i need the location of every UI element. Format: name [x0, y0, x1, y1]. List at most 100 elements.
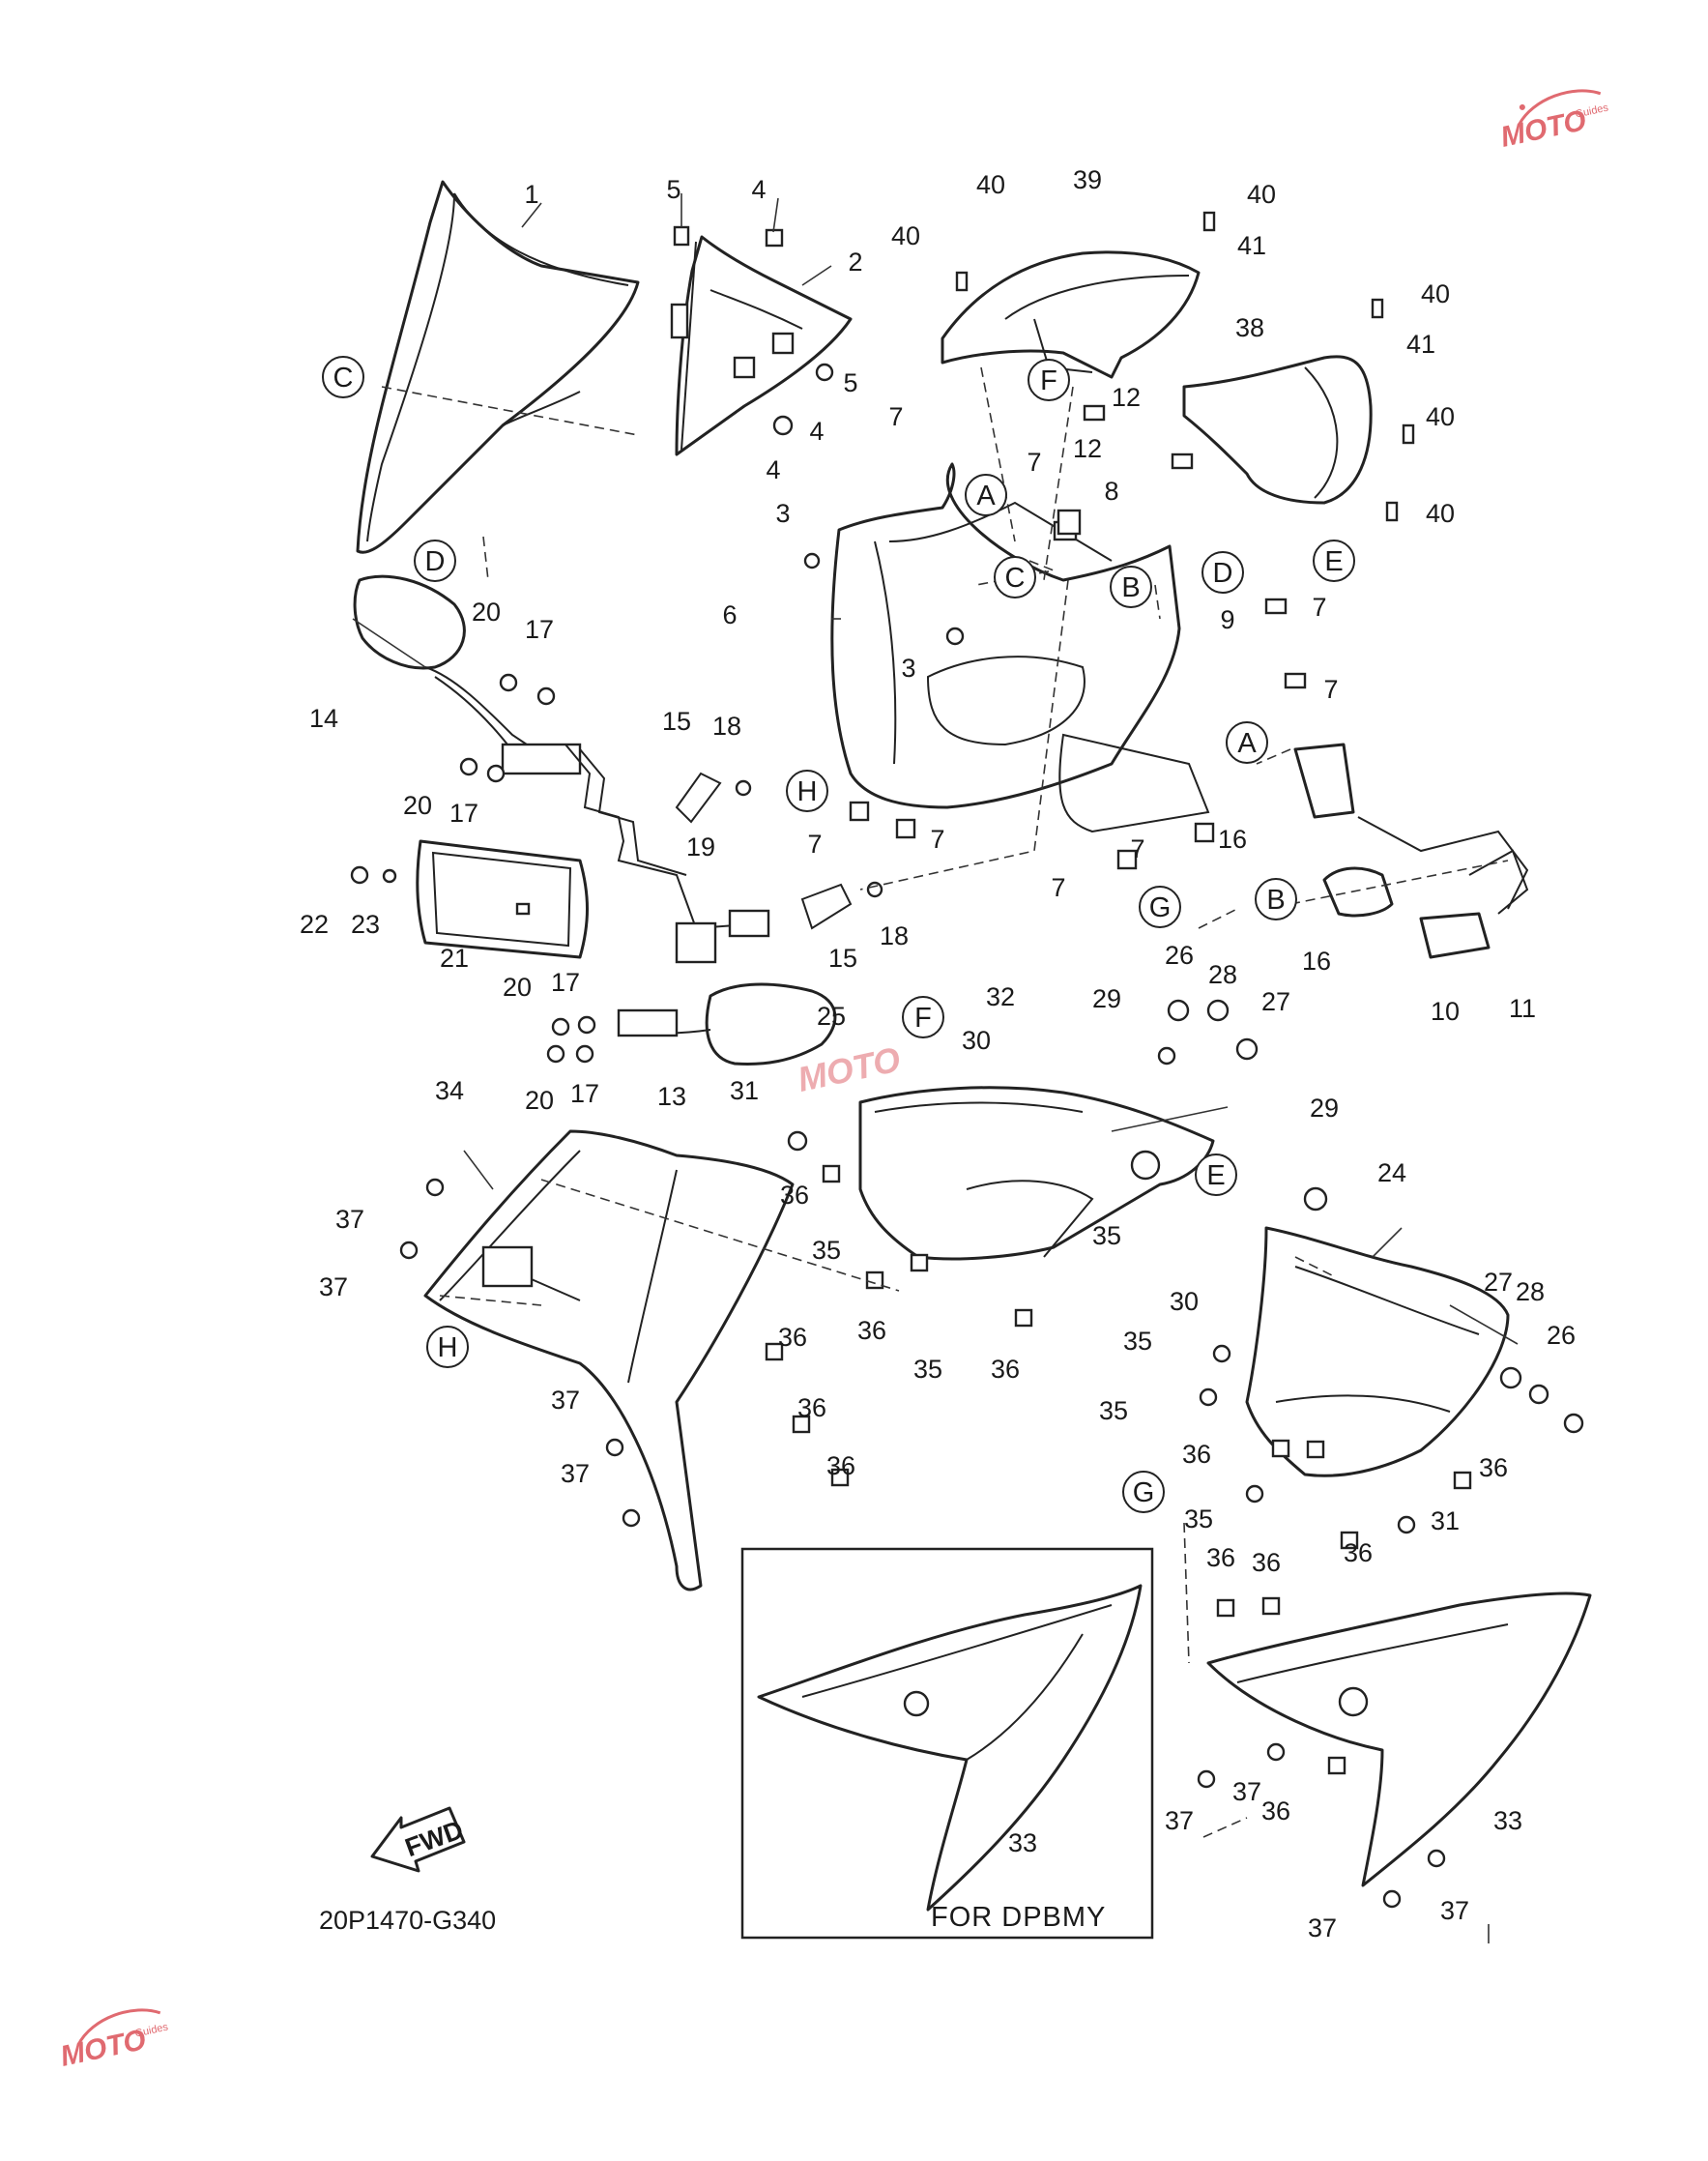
callout-36-6: 36 [826, 1451, 855, 1480]
callout-36-8: 36 [1479, 1453, 1508, 1482]
callout-40-4: 40 [1421, 279, 1450, 308]
ref-h-1: H [786, 770, 828, 812]
callout-27-1: 27 [1261, 987, 1290, 1016]
callout-36-3: 36 [778, 1323, 807, 1352]
svg-text:C: C [1005, 563, 1026, 594]
callout-13-1: 13 [657, 1082, 686, 1111]
callout-35-3: 35 [913, 1355, 942, 1384]
callout-4-2: 4 [809, 417, 824, 446]
svg-text:C: C [333, 363, 354, 394]
ref-b-2: B [1255, 878, 1297, 920]
leader-lines [352, 193, 1519, 1943]
callout-26-1: 26 [1165, 941, 1194, 970]
callout-17-2: 17 [449, 799, 478, 828]
svg-text:F: F [914, 1003, 932, 1034]
callout-25-1: 25 [817, 1002, 846, 1031]
callout-30-2: 30 [1170, 1287, 1199, 1316]
ref-h-2: H [426, 1326, 469, 1368]
part-38-side-top-cover [1182, 355, 1373, 505]
callout-11-1: 11 [1509, 994, 1536, 1023]
part-21-plate [416, 839, 589, 959]
part-25-side-cowl [858, 1086, 1215, 1261]
svg-text:G: G [1133, 1477, 1155, 1508]
svg-text:F: F [1040, 365, 1057, 396]
watermark-bottom-left: MOTO Guides [58, 2008, 170, 2073]
ref-f-1: F [1028, 359, 1070, 401]
ref-b-1: B [1110, 566, 1152, 608]
ref-f-2: F [902, 996, 944, 1038]
callout-21-1: 21 [440, 944, 469, 973]
callout-17-4: 17 [570, 1079, 599, 1108]
callout-12-2: 12 [1073, 434, 1102, 463]
callout-23-1: 23 [351, 910, 380, 939]
callout-15-2: 15 [828, 944, 857, 973]
callout-28-2: 28 [1516, 1277, 1545, 1306]
svg-text:D: D [425, 546, 446, 577]
callout-20-2: 20 [403, 791, 432, 820]
svg-text:G: G [1149, 892, 1172, 923]
callout-3-1: 3 [775, 499, 790, 528]
callout-36-12: 36 [1261, 1796, 1290, 1825]
callout-2-1: 2 [848, 248, 862, 277]
svg-text:B: B [1121, 572, 1140, 603]
callout-35-5: 35 [1099, 1396, 1128, 1425]
ref-d-2: D [1201, 551, 1244, 594]
svg-text:H: H [438, 1332, 458, 1363]
part-16-mount-arm [1293, 743, 1529, 918]
callout-38-1: 38 [1235, 313, 1264, 342]
svg-text:E: E [1324, 546, 1343, 577]
fasteners [350, 211, 1584, 1909]
part-15-link [675, 772, 853, 930]
callout-36-2: 36 [857, 1316, 886, 1345]
callout-40-2: 40 [891, 221, 920, 250]
callout-35-1: 35 [812, 1236, 841, 1265]
callout-29-2: 29 [1310, 1094, 1339, 1123]
callout-36-4: 36 [991, 1355, 1020, 1384]
ref-e-2: E [1195, 1154, 1237, 1196]
callout-36-5: 36 [797, 1393, 826, 1422]
svg-text:B: B [1266, 885, 1285, 916]
callout-30-1: 30 [962, 1026, 991, 1055]
ref-d-1: D [414, 540, 456, 582]
callout-36-11: 36 [1344, 1538, 1373, 1567]
part-1-windscreen [356, 180, 640, 554]
callout-41-1: 41 [1237, 231, 1266, 260]
callout-17-3: 17 [551, 968, 580, 997]
callout-3-2: 3 [901, 654, 915, 683]
callout-4-3: 4 [766, 455, 780, 484]
callout-12-1: 12 [1112, 383, 1141, 412]
svg-text:E: E [1206, 1160, 1225, 1191]
callout-5-1: 5 [666, 175, 680, 204]
callout-6-1: 6 [722, 600, 737, 629]
callout-37-5: 37 [1165, 1806, 1194, 1835]
callout-10-1: 10 [1431, 997, 1460, 1026]
callout-37-7: 37 [1440, 1896, 1469, 1925]
callout-16-2: 16 [1302, 947, 1331, 976]
callout-4-1: 4 [751, 175, 766, 204]
callout-40-6: 40 [1426, 499, 1455, 528]
callout-36-9: 36 [1206, 1543, 1235, 1572]
callout-7-1: 7 [888, 402, 903, 431]
callout-5-2: 5 [843, 368, 857, 397]
part-19-bracket [565, 744, 770, 964]
callout-7-5: 7 [807, 830, 822, 859]
callout-22-1: 22 [300, 910, 329, 939]
fwd-arrow: FWD [370, 1806, 467, 1873]
part-34-left-side-panel [423, 1129, 795, 1592]
ref-a-2: A [1226, 721, 1268, 764]
callout-7-7: 7 [1130, 834, 1144, 863]
callout-20-4: 20 [525, 1086, 554, 1115]
ref-e-1: E [1313, 540, 1355, 582]
drawing-code: 20P1470-G340 [319, 1906, 496, 1935]
callout-40-5: 40 [1426, 402, 1455, 431]
callout-7-4: 7 [1323, 675, 1338, 704]
callout-40-1: 40 [976, 170, 1005, 199]
ref-c-1: C [322, 356, 364, 398]
ref-c-2: C [994, 556, 1036, 599]
callout-31-2: 31 [1431, 1506, 1460, 1535]
callout-39-1: 39 [1073, 165, 1102, 194]
callout-8-1: 8 [1104, 477, 1118, 506]
